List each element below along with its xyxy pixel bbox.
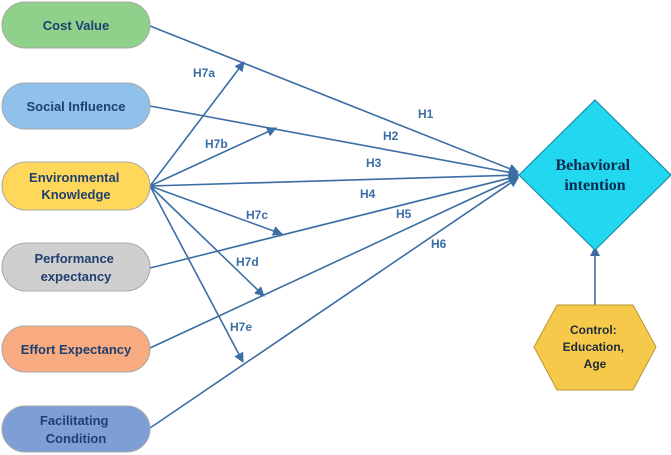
- arrow-h3: [149, 170, 519, 187]
- construct-performance-expectancy-line2: expectancy: [41, 269, 113, 284]
- label-h3: H3: [366, 156, 382, 170]
- arrow-h7d: [149, 185, 265, 297]
- arrow-h6: [149, 177, 519, 429]
- control-line1: Control:: [570, 323, 617, 337]
- label-h2: H2: [383, 129, 399, 143]
- label-h4: H4: [360, 187, 376, 201]
- arrow-h1: [149, 25, 519, 174]
- construct-cost-value: Cost Value: [1, 1, 151, 49]
- construct-performance-expectancy-line1: Performance: [34, 251, 113, 266]
- construct-social-influence: Social Influence: [1, 82, 151, 130]
- svg-text:Control: Education,: Control: Education, Age: [563, 323, 628, 371]
- construct-performance-expectancy: Performance expectancy: [1, 242, 151, 292]
- label-h7b: H7b: [205, 137, 228, 151]
- arrow-h7b: [149, 127, 277, 187]
- svg-text:Behavioral intention: Behavioral intention: [555, 157, 634, 194]
- svg-text:Performance expectancy: Performance expectancy: [34, 251, 117, 284]
- label-h1: H1: [418, 107, 434, 121]
- arrow-h2: [149, 105, 519, 178]
- outcome-line1: Behavioral: [555, 157, 630, 174]
- control-line2: Education,: [563, 340, 624, 354]
- outcome-line2: intention: [564, 177, 625, 194]
- arrow-h7e: [149, 185, 244, 363]
- control-hexagon: Control: Education, Age: [533, 304, 657, 391]
- construct-environmental-knowledge: Environmental Knowledge: [1, 161, 151, 211]
- construct-effort-expectancy-label: Effort Expectancy: [21, 342, 132, 357]
- moderation-arrows: [149, 61, 283, 363]
- arrow-h5: [149, 176, 519, 349]
- construct-facilitating-condition-line1: Facilitating: [40, 413, 109, 428]
- outcome-behavioral-intention: Behavioral intention: [518, 99, 671, 251]
- svg-text:Facilitating Condition: Facilitating Condition: [40, 413, 112, 446]
- label-h6: H6: [431, 237, 447, 251]
- arrow-h7c: [149, 185, 283, 236]
- arrow-h4: [149, 173, 519, 269]
- label-h7d: H7d: [236, 255, 259, 269]
- construct-facilitating-condition: Facilitating Condition: [1, 405, 151, 453]
- label-h7c: H7c: [246, 208, 268, 222]
- construct-effort-expectancy: Effort Expectancy: [1, 325, 151, 373]
- construct-facilitating-condition-line2: Condition: [46, 431, 107, 446]
- construct-environmental-knowledge-line1: Environmental: [29, 170, 119, 185]
- svg-text:Environmental Knowledge: Environmental Knowledge: [29, 170, 123, 202]
- label-h7a: H7a: [193, 66, 215, 80]
- label-h7e: H7e: [230, 320, 252, 334]
- arrow-h7a: [149, 61, 245, 187]
- main-arrows: [149, 25, 519, 429]
- construct-cost-value-label: Cost Value: [43, 18, 109, 33]
- control-line3: Age: [584, 357, 607, 371]
- label-h5: H5: [396, 207, 412, 221]
- construct-environmental-knowledge-line2: Knowledge: [41, 187, 110, 202]
- construct-social-influence-label: Social Influence: [27, 99, 126, 114]
- hypothesis-labels: H1 H2 H3 H4 H5 H6 H7a H7b H7c H7d H7e: [193, 66, 447, 334]
